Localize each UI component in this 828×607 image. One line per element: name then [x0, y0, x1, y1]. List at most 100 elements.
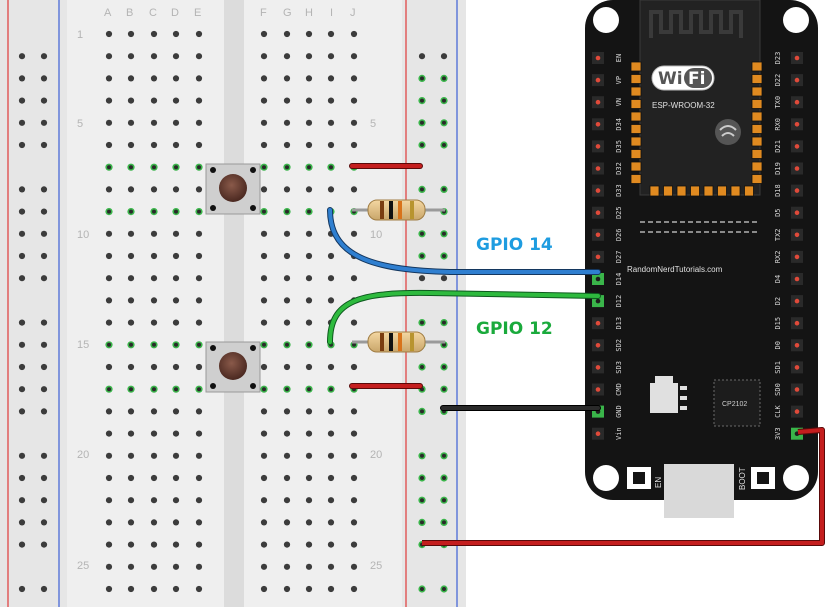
breadboard-hole	[350, 53, 358, 60]
breadboard-hole	[127, 452, 135, 459]
module-pad	[649, 185, 660, 197]
pin-label-sd0: SD0	[774, 383, 782, 396]
pushbutton-bottom-cap[interactable]	[219, 352, 247, 380]
pushbutton-bottom-pin-2	[250, 345, 256, 351]
breadboard-hole	[172, 297, 180, 304]
rail-hole-core	[420, 231, 424, 236]
breadboard-hole	[260, 319, 268, 326]
rail-hole	[40, 275, 48, 282]
col-letter-i: I	[330, 7, 333, 19]
rail-hole	[40, 75, 48, 82]
rail-hole	[18, 275, 26, 282]
breadboard-hole	[327, 497, 335, 504]
rail-hole	[40, 341, 48, 348]
breadboard-hole	[305, 430, 313, 437]
regulator-leg-3	[680, 406, 687, 410]
module-pad	[751, 111, 763, 122]
breadboard-hole-core	[197, 165, 201, 170]
gpio14-wire	[328, 208, 600, 274]
breadboard-hole	[260, 297, 268, 304]
pin-label-vin: Vin	[615, 427, 623, 440]
breadboard-hole	[195, 585, 203, 593]
rail-hole	[440, 275, 448, 282]
breadboard-hole	[127, 141, 135, 149]
breadboard-hole	[127, 275, 135, 282]
rail-hole-core	[420, 365, 424, 369]
breadboard-hole	[172, 141, 180, 149]
rail-hole-core	[442, 476, 446, 480]
breadboard-hole	[327, 141, 335, 149]
pushbutton-bottom[interactable]	[205, 341, 261, 393]
breadboard-hole	[283, 30, 291, 38]
breadboard-hole	[260, 97, 268, 104]
boot-button-cap[interactable]	[757, 472, 769, 484]
header-pin-d23-dot	[794, 55, 800, 61]
breadboard-hole	[260, 541, 268, 548]
breadboard-hole-core	[129, 165, 133, 170]
module-pad	[663, 185, 673, 197]
breadboard-hole	[195, 363, 203, 371]
rail-hole-core	[442, 98, 446, 103]
rail-hole	[18, 230, 26, 237]
pin-label-d18: D18	[774, 184, 782, 197]
breadboard-hole	[127, 319, 135, 326]
breadboard-hole	[172, 97, 180, 104]
breadboard-hole	[283, 230, 291, 237]
breadboard-hole	[327, 563, 335, 570]
breadboard-hole	[105, 474, 113, 482]
pushbutton-top[interactable]	[205, 163, 261, 215]
breadboard-hole	[105, 119, 113, 126]
pushbutton-top-pin-4	[250, 205, 256, 211]
breadboard-hole	[305, 53, 313, 60]
breadboard-hole-core	[262, 342, 266, 347]
breadboard-hole	[327, 53, 335, 60]
pin-label-d34: D34	[615, 118, 623, 131]
breadboard-hole	[172, 430, 180, 437]
breadboard-hole	[305, 519, 313, 526]
rail-hole	[440, 53, 448, 60]
rail-hole	[18, 141, 26, 149]
resistor-top-band-1	[380, 201, 384, 219]
breadboard-hole	[305, 30, 313, 38]
col-letter-g: G	[283, 7, 292, 19]
breadboard-hole	[172, 275, 180, 282]
rail-hole	[18, 452, 26, 459]
website-label: RandomNerdTutorials.com	[627, 265, 723, 274]
breadboard-hole	[172, 408, 180, 415]
module-pad	[751, 99, 763, 109]
pin-label-d33: D33	[615, 184, 623, 197]
regulator-leg-2	[680, 396, 687, 400]
usb-chip-label: CP2102	[722, 401, 747, 408]
rail-hole-core	[420, 143, 424, 147]
breadboard-hole-core	[329, 387, 333, 392]
header-pin-d19-dot	[794, 166, 800, 171]
breadboard-hole	[260, 563, 268, 570]
rail-hole-core	[420, 76, 424, 81]
breadboard-hole	[283, 141, 291, 149]
rail-hole	[40, 97, 48, 104]
breadboard-hole	[260, 53, 268, 60]
breadboard-hole	[260, 585, 268, 593]
breadboard-hole	[105, 97, 113, 104]
breadboard-hole	[327, 585, 335, 593]
breadboard-hole-core	[285, 342, 289, 347]
pin-label-d5: D5	[774, 208, 782, 216]
module-pad	[630, 111, 642, 122]
wifi-logo-text: Wi	[658, 69, 683, 89]
pin-label-cmd: CMD	[615, 383, 623, 396]
rail-hole	[40, 452, 48, 459]
breadboard-hole	[260, 430, 268, 437]
rail-hole	[18, 186, 26, 193]
module-pad	[630, 174, 642, 184]
rail-hole	[40, 474, 48, 482]
pushbutton-top-cap[interactable]	[219, 174, 247, 202]
boot-button-label: BOOT	[738, 467, 747, 490]
breadboard-hole	[195, 186, 203, 193]
pushbutton-bottom-pin-4	[250, 383, 256, 389]
breadboard-hole	[283, 541, 291, 548]
rail-hole-core	[442, 342, 446, 347]
en-button-cap[interactable]	[633, 472, 645, 484]
pin-label-d35: D35	[615, 140, 623, 153]
breadboard-hole-core	[174, 165, 178, 170]
breadboard-hole	[283, 252, 291, 260]
